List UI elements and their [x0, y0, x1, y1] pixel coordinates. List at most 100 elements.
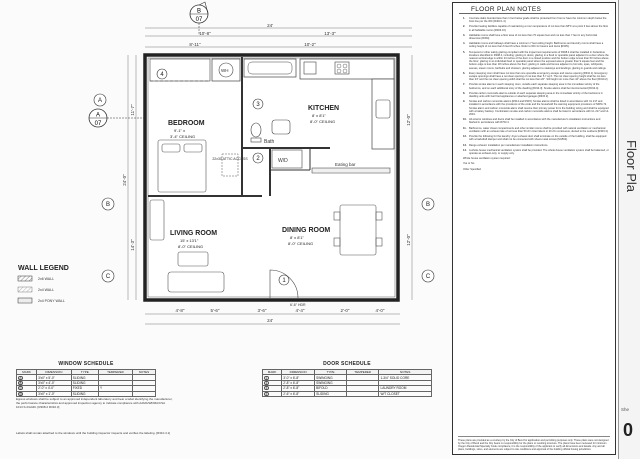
section-mark-left: A 07: [88, 108, 145, 128]
list-item: 6.Every sleeping room shall have not les…: [463, 72, 609, 82]
vanity-sink: [271, 119, 291, 135]
list-item: 3.Habitable rooms shall have a floor are…: [463, 34, 609, 40]
dimension-lines-left: 24'-0" 11'-7" 14'-3": [122, 55, 137, 300]
list-item: 5.Tempered or other safety glazing compl…: [463, 51, 609, 70]
sheet-label: She: [621, 407, 630, 412]
room-living-ceiling: 8'-0" CEILING: [178, 244, 203, 249]
note-number: 11.: [463, 126, 467, 130]
note-text: Provide heating facilities capable of ma…: [469, 25, 609, 32]
headroom-label: 6'-6" HDR: [290, 303, 306, 307]
door-schedule: DOOR SCHEDULE MARK DIMENSION TYPE TEMPER…: [261, 361, 432, 397]
table-row: D 3'x0" x 1'-0" SLIDING: [15, 390, 157, 397]
note-number: 5.: [463, 50, 466, 54]
room-living-size: 15' x 13'1": [180, 238, 199, 243]
bath-label: Bath: [264, 139, 275, 145]
list-item: 13.Range exhaust: installation per manuf…: [463, 144, 609, 147]
door-marker-2: 2: [256, 156, 260, 162]
ws-tempered: [97, 390, 133, 397]
eating-bar-label: Eating bar: [335, 162, 356, 167]
ws-mark: D: [18, 391, 23, 396]
note-number: 1.: [463, 17, 466, 20]
window-schedule-table: MARK DIMENSION TYPE TEMPERED NOTES A 3'x…: [15, 368, 157, 397]
floor-plan: B 07 24' 10'-8" 13'-3" 8'-11" 10'-2" 24'…: [17, 1, 435, 325]
notes-title: FLOOR PLAN NOTES: [459, 3, 609, 14]
floor-plan-notes: FLOOR PLAN NOTES 1.Concrete slabs founde…: [452, 2, 616, 455]
note-number: 4.: [463, 42, 466, 46]
note-text: Habitable rooms and hallways shall have …: [469, 42, 604, 49]
fridge: [303, 61, 317, 75]
dimension-lines-right: 12'-0" 12'-0": [406, 55, 413, 300]
grid-marker-b-right: B: [426, 202, 430, 208]
note-text: Provide the following for the laundry: d…: [469, 135, 607, 142]
dim-left-bottom: 14'-3": [130, 239, 135, 251]
list-item: 8.Provide carbon monoxide alarms outside…: [463, 92, 609, 98]
toilet: [250, 122, 262, 138]
note-number: 7.: [463, 83, 466, 87]
door-marker-3: 3: [256, 102, 260, 108]
room-kitchen-name: KITCHEN: [308, 105, 339, 112]
note-check: Other Specified: [463, 167, 481, 171]
wh-label: WH: [221, 68, 229, 73]
list-item: 7.Provide smoke alarms in each sleeping …: [463, 83, 609, 89]
note-number: 13.: [463, 143, 467, 147]
door-marker-1: 1: [282, 278, 286, 284]
section-mark-num: B: [197, 9, 201, 15]
dining-table: [339, 204, 377, 256]
ws-mark: C: [18, 386, 23, 391]
grid-marker-b-left: B: [106, 202, 110, 208]
wall-legend-item-3: 2x4 PONY WALL: [38, 299, 65, 303]
bathroom-fixtures: Bath W/D: [243, 58, 303, 169]
section-mark-left-sheet: 07: [95, 121, 102, 127]
list-item: 2.Provide heating facilities capable of …: [463, 25, 609, 31]
ds-dim: 2'-6" x 6'-8": [281, 390, 316, 397]
list-item: 4.Habitable rooms and hallways shall hav…: [463, 42, 609, 48]
dim-top-right: 13'-3": [324, 31, 336, 36]
table-row: 4 2'-6" x 6'-8" SLIDING W/T CLOSET: [261, 390, 432, 397]
wall-legend-item-1: 2x6 WALL: [38, 277, 54, 281]
note-number: 9.: [463, 100, 466, 104]
sofa: [167, 271, 225, 293]
ds-notes: W/T CLOSET: [378, 390, 432, 397]
exterior-wall: [143, 53, 400, 302]
dim-bottom-seg-3: 3'-6": [258, 308, 267, 313]
ds-mark: 1: [264, 375, 269, 380]
note-text: Concrete slabs founded less than 1 foot …: [469, 17, 607, 24]
note-text: Smoke and carbon monoxide alarms [R314 a…: [469, 100, 609, 117]
grid-marker-c-right: C: [426, 274, 431, 280]
ds-tempered: [346, 390, 380, 397]
grid-marker-c-left: C: [106, 274, 111, 280]
wall-legend-title: WALL LEGEND: [18, 265, 69, 272]
room-kitchen-size: 8' x 8'1": [312, 113, 326, 118]
note-text: Every sleeping room shall have not less …: [469, 71, 609, 82]
note-number: 3.: [463, 33, 466, 37]
ds-mark: 2: [264, 380, 269, 385]
note-text: Provide smoke alarms in each sleeping ro…: [469, 83, 600, 90]
dim-right-bottom: 12'-0": [406, 234, 411, 246]
kitchen-sink: [375, 99, 391, 119]
note-check: Yes or No: [463, 162, 475, 166]
dim-bottom-overall: 24': [267, 318, 273, 323]
window-schedule: WINDOW SCHEDULE MARK DIMENSION TYPE TEMP…: [15, 361, 157, 397]
window-note-2: Labels shall remain attached to the wind…: [16, 431, 171, 435]
door-marker-4: 4: [160, 72, 164, 78]
list-item: Yes or No: [463, 162, 609, 165]
list-item: 1.Concrete slabs founded less than 1 foo…: [463, 17, 609, 23]
room-living-name: LIVING ROOM: [170, 230, 217, 237]
list-item: 9.Smoke and carbon monoxide alarms [R314…: [463, 100, 609, 116]
washer-dryer: [271, 149, 303, 169]
kitchen-counters: [299, 58, 395, 150]
list-item: 14.A whole-house mechanical ventilation …: [463, 149, 609, 155]
door-schedule-title: DOOR SCHEDULE: [323, 361, 371, 367]
dim-bottom-seg-2: 5'-6": [211, 308, 220, 313]
dimension-lines-top: 24' 10'-8" 13'-3" 8'-11" 10'-2": [145, 23, 412, 48]
dim-left-overall: 24'-0": [122, 174, 127, 186]
dim-bottom-seg-5: 2'-0": [341, 308, 350, 313]
list-item: Other Specified: [463, 168, 609, 171]
note-text: All exterior windows and doors shall be …: [469, 118, 601, 125]
ds-type: SLIDING: [314, 390, 348, 397]
bathtub: [243, 58, 297, 78]
note-text: Bathrooms, water closet compartments and…: [469, 126, 609, 133]
list-item: 12.Provide the following for the laundry…: [463, 135, 609, 141]
note-text: Provide carbon monoxide alarms outside o…: [469, 91, 603, 99]
